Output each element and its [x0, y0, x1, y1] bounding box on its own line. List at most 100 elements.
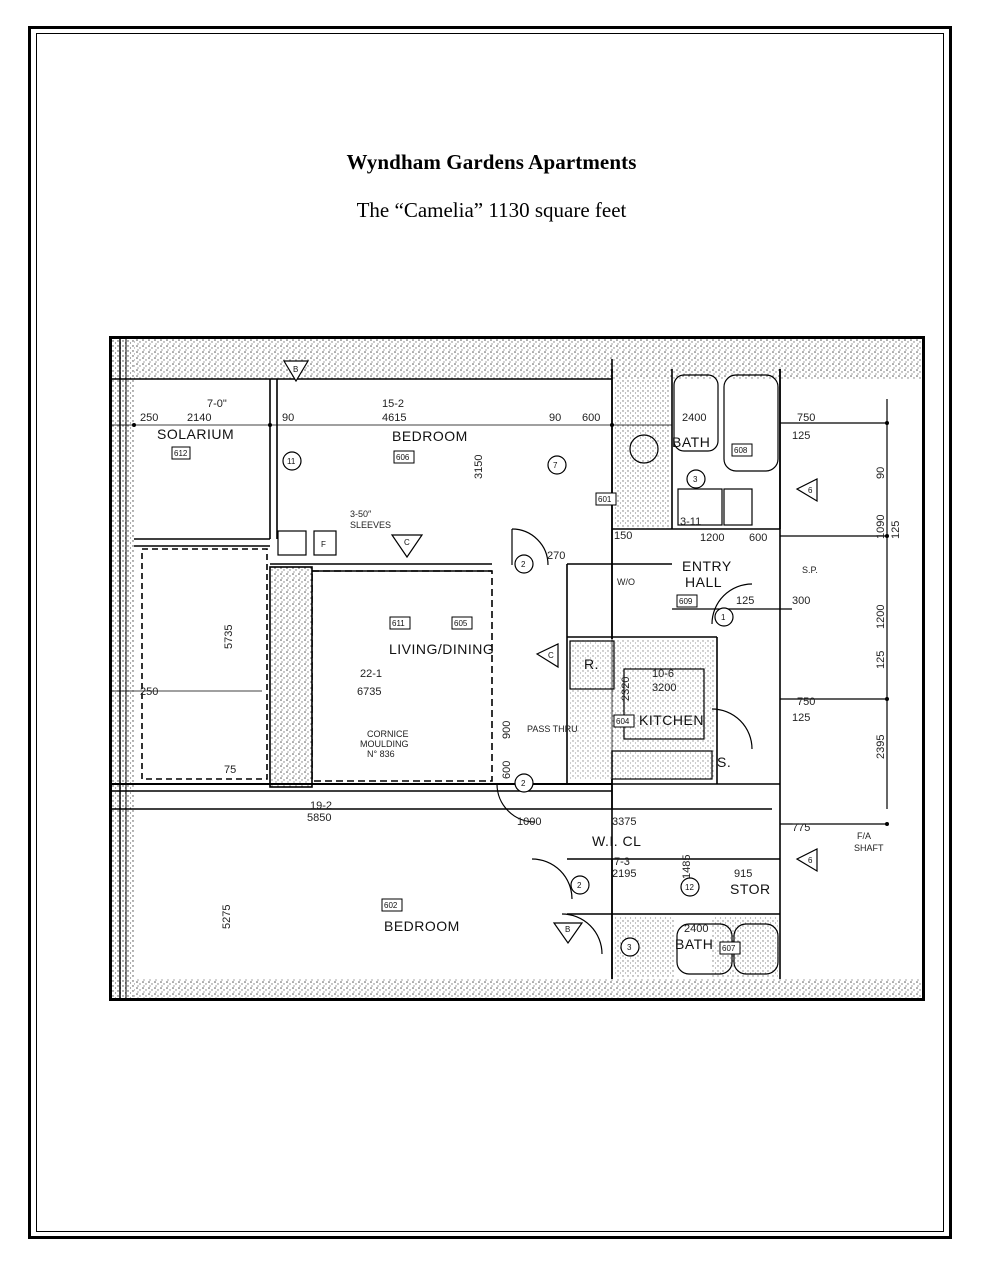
dim-775: 775 — [792, 822, 810, 834]
note-cornice-1: CORNICE — [367, 729, 409, 739]
bottom-exterior-wall — [112, 979, 922, 998]
tag-608: 608 — [734, 446, 748, 455]
marker-12: 12 — [685, 883, 694, 892]
tag-605: 605 — [454, 619, 468, 628]
dim-1200-hall: 1200 — [700, 532, 724, 544]
marker-c: C — [404, 538, 410, 547]
dim-2400-top: 2400 — [682, 412, 706, 424]
marker-b-bottom: B — [565, 925, 570, 934]
note-fa-shaft-2: SHAFT — [854, 843, 884, 853]
dim-wicl-ft: 7-3 — [614, 856, 630, 868]
tag-607: 607 — [722, 944, 736, 953]
dim-1000: 1000 — [517, 816, 541, 828]
room-label-stor: STOR — [730, 881, 771, 897]
marker-7: 7 — [553, 461, 558, 470]
dim-kitchen-ft: 10-6 — [652, 668, 674, 680]
tag-602: 602 — [384, 901, 398, 910]
dim-600c: 600 — [501, 761, 513, 779]
room-label-bath-top: BATH — [672, 434, 710, 450]
dim-3-11: 3-11 — [680, 516, 701, 528]
dim-125-right2: 125 — [875, 651, 887, 669]
marker-6a: 6 — [808, 486, 813, 495]
dim-900: 900 — [501, 721, 513, 739]
room-label-wicl: W.I. CL — [592, 833, 641, 849]
dim-125-right: 125 — [890, 521, 902, 539]
dim-living-ft: 22-1 — [360, 668, 382, 680]
dim-125-mid: 125 — [736, 595, 754, 607]
dim-75: 75 — [224, 764, 236, 776]
note-sleeves-size: 3-50″ — [350, 509, 372, 519]
note-sp: S.P. — [802, 565, 818, 575]
room-label-bath-bottom: BATH — [675, 936, 713, 952]
note-pass-thru: PASS THRU — [527, 724, 578, 734]
dim-bedroom-bottom-depth: 5275 — [221, 905, 233, 929]
dim-bedroom-depth: 3150 — [473, 455, 485, 479]
dim-living-mm: 6735 — [357, 686, 381, 698]
dim-living-wall: 250 — [140, 686, 158, 698]
dim-wicl-mm: 2195 — [612, 868, 636, 880]
dim-bedroom-bottom-ft: 19-2 — [310, 800, 332, 812]
marker-11: 11 — [287, 457, 296, 466]
dim-2400-bottom: 2400 — [684, 923, 708, 935]
room-label-bedroom-bottom: BEDROOM — [384, 918, 460, 934]
tag-604: 604 — [616, 717, 630, 726]
note-sink: S. — [717, 754, 731, 770]
marker-6b: 6 — [808, 856, 813, 865]
dim-1090: 1090 — [875, 515, 887, 539]
dim-3375: 3375 — [612, 816, 636, 828]
note-wo: W/O — [617, 577, 635, 587]
document-subtitle: The “Camelia” 1130 square feet — [356, 198, 627, 222]
tag-609: 609 — [679, 597, 693, 606]
dim-bedroom-top-ft: 15-2 — [382, 398, 404, 410]
marker-2a: 2 — [521, 560, 526, 569]
tag-601: 601 — [598, 495, 612, 504]
dim-1485: 1485 — [681, 855, 693, 879]
tag-612: 612 — [174, 449, 188, 458]
dim-kitchen-mm: 3200 — [652, 682, 676, 694]
note-cornice-3: N° 836 — [367, 749, 395, 759]
marker-2b: 2 — [521, 779, 526, 788]
dim-solarium-mm: 2140 — [187, 412, 211, 424]
tag-606: 606 — [396, 453, 410, 462]
room-label-bedroom-top: BEDROOM — [392, 428, 468, 444]
dim-90-right: 90 — [875, 467, 887, 479]
note-fa-shaft-1: F/A — [857, 831, 871, 841]
top-exterior-wall — [112, 339, 922, 379]
page-border-inner — [36, 33, 944, 1232]
dim-125-top: 125 — [792, 430, 810, 442]
dim-living-left: 5735 — [223, 625, 235, 649]
document-title: Wyndham Gardens Apartments — [346, 150, 637, 174]
dim-kitchen-depth: 2320 — [620, 677, 632, 701]
dim-125-mid2: 125 — [792, 712, 810, 724]
note-sleeves: SLEEVES — [350, 520, 391, 530]
dim-2395: 2395 — [875, 735, 887, 759]
room-label-solarium: SOLARIUM — [157, 426, 234, 442]
dim-bedroom-bottom-mm: 5850 — [307, 812, 331, 824]
floor-plan-drawing: SOLARIUM BEDROOM LIVING/DINING BATH ENTR… — [112, 339, 922, 998]
marker-3a: 3 — [627, 943, 632, 952]
dim-600: 600 — [582, 412, 600, 424]
room-label-entry: ENTRY — [682, 558, 732, 574]
marker-c2: C — [548, 651, 554, 660]
marker-2c: 2 — [577, 881, 582, 890]
note-cornice-2: MOULDING — [360, 739, 409, 749]
dim-wall-90b: 90 — [549, 412, 561, 424]
room-label-kitchen: KITCHEN — [639, 712, 704, 728]
dim-solarium-ft: 7-0" — [207, 398, 227, 410]
dim-750-mid: 750 — [797, 696, 815, 708]
dim-wall-90a: 90 — [282, 412, 294, 424]
dim-solarium-wall: 250 — [140, 412, 158, 424]
room-label-hall: HALL — [685, 574, 722, 590]
marker-f: F — [321, 540, 326, 549]
dim-600b: 600 — [749, 532, 767, 544]
marker-1: 1 — [721, 613, 726, 622]
dim-270: 270 — [547, 550, 565, 562]
dim-1200-right: 1200 — [875, 605, 887, 629]
marker-b-top: B — [293, 365, 298, 374]
left-exterior-wall — [112, 339, 134, 998]
page-border-outer — [28, 26, 952, 1239]
note-fridge: R. — [584, 656, 599, 672]
tag-611: 611 — [392, 619, 405, 628]
dim-150: 150 — [614, 530, 632, 542]
marker-3b: 3 — [693, 475, 698, 484]
